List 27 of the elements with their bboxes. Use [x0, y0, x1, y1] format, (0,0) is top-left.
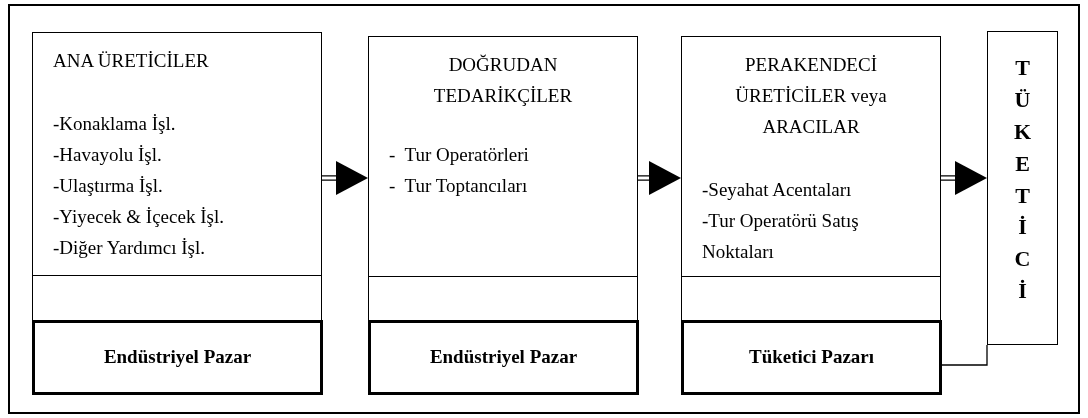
connector-line	[941, 344, 988, 366]
market-box	[32, 320, 323, 395]
stage-item: -Yiyecek & İçecek İşl.	[53, 205, 225, 229]
double-arrow	[321, 161, 368, 195]
market-label: Endüstriyel Pazar	[429, 345, 578, 370]
market-box	[368, 320, 639, 395]
stage-item: - Tur Toptancıları	[389, 174, 529, 198]
double-arrow	[637, 161, 681, 195]
market-box	[681, 320, 942, 395]
stage-item: -Diğer Yardımcı İşl.	[53, 236, 206, 260]
stage-heading: DOĞRUDAN TEDARİKÇİLER	[432, 53, 574, 108]
stage-item: -Seyahat Acentaları	[702, 178, 853, 202]
stage-column	[681, 36, 941, 395]
consumer-box	[987, 31, 1058, 345]
stage-item: -Ulaştırma İşl.	[53, 174, 164, 198]
stage-column	[32, 32, 322, 395]
stage-item: -Havayolu İşl.	[53, 143, 163, 167]
stage-item: -Tur Operatörü Satış Noktaları	[702, 209, 860, 264]
stage-item: -Konaklama İşl.	[53, 112, 177, 136]
stage-heading: PERAKENDECİ ÜRETİCİLER veya ARACILAR	[734, 53, 888, 139]
double-arrow	[940, 161, 987, 195]
stage-column	[368, 36, 638, 395]
stage-heading: ANA ÜRETİCİLER	[53, 49, 210, 73]
consumer-label: TÜKETİCİ	[1012, 54, 1033, 306]
market-label: Tüketici Pazarı	[748, 345, 875, 370]
stage-item: - Tur Operatörleri	[389, 143, 530, 167]
market-label: Endüstriyel Pazar	[103, 345, 252, 370]
